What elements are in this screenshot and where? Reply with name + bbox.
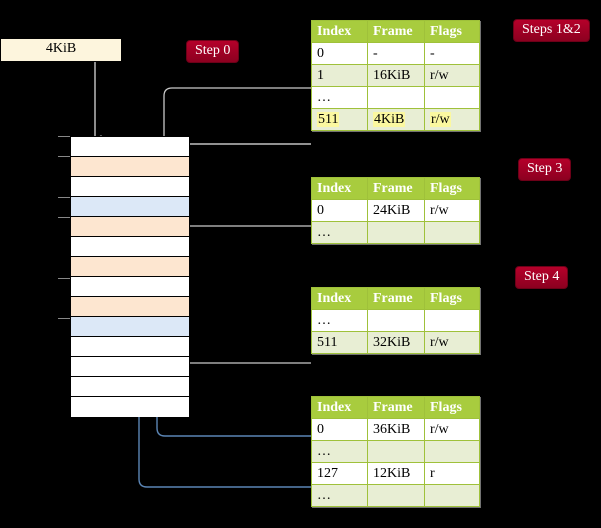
cell-flags	[424, 221, 480, 244]
memory-tick-2	[58, 197, 70, 198]
cell-index: …	[311, 309, 368, 332]
table-row: …	[311, 484, 480, 507]
physical-memory-column	[70, 136, 190, 417]
cell-frame: 4KiB	[367, 108, 425, 131]
column-header-flags: Flags	[424, 177, 480, 200]
memory-frame-row-8	[71, 297, 189, 317]
cell-flags	[424, 86, 480, 109]
highlighted-value: 511	[317, 111, 340, 127]
memory-tick-3	[58, 217, 70, 218]
column-header-index: Index	[311, 396, 368, 419]
cell-flags: r/w	[424, 108, 480, 131]
cell-frame	[367, 484, 425, 507]
table-row: 511 4KiB r/w	[311, 108, 480, 131]
cell-index: 0	[311, 418, 368, 441]
cell-flags	[424, 484, 480, 507]
table-row: …	[311, 86, 480, 109]
cell-frame	[367, 221, 425, 244]
cell-index: 511	[311, 108, 368, 131]
cell-frame: 36KiB	[367, 418, 425, 441]
table-row: …	[311, 221, 480, 244]
cell-flags	[424, 309, 480, 332]
memory-frame-row-6	[71, 257, 189, 277]
cell-index: …	[311, 221, 368, 244]
memory-tick-0	[58, 136, 70, 137]
memory-frame-row-4	[71, 217, 189, 237]
memory-frame-row-7	[71, 277, 189, 297]
column-header-flags: Flags	[424, 287, 480, 310]
memory-tick-4	[58, 278, 70, 279]
memory-frame-row-2	[71, 177, 189, 197]
badge-step-4: Step 4	[515, 266, 569, 289]
cell-flags	[424, 440, 480, 463]
memory-tick-1	[58, 156, 70, 157]
column-header-index: Index	[311, 287, 368, 310]
cell-index: …	[311, 440, 368, 463]
badge-step-0: Step 0	[186, 40, 240, 63]
column-header-flags: Flags	[424, 396, 480, 419]
wire-steps12-row511	[167, 140, 311, 153]
memory-frame-row-0	[71, 137, 189, 157]
memory-frame-row-11	[71, 357, 189, 377]
cell-flags: r/w	[424, 331, 480, 354]
cell-frame: 32KiB	[367, 331, 425, 354]
cell-index: 0	[311, 42, 368, 65]
wire-step4	[171, 312, 311, 364]
column-header-frame: Frame	[367, 177, 425, 200]
badge-step-3: Step 3	[518, 158, 572, 181]
column-header-frame: Frame	[367, 396, 425, 419]
wire-step3	[177, 225, 311, 260]
virtual-page-4kib-block: 4KiB	[0, 38, 122, 62]
column-header-frame: Frame	[367, 287, 425, 310]
cell-frame: 12KiB	[367, 462, 425, 485]
memory-frame-row-5	[71, 237, 189, 257]
badge-steps-1-2: Steps 1&2	[513, 19, 590, 42]
column-header-index: Index	[311, 177, 368, 200]
memory-frame-row-13	[71, 397, 189, 417]
memory-frame-row-12	[71, 377, 189, 397]
cell-flags: r/w	[424, 418, 480, 441]
cell-frame	[367, 440, 425, 463]
cell-flags: r/w	[424, 199, 480, 222]
column-header-flags: Flags	[424, 20, 480, 43]
cell-flags: r/w	[424, 64, 480, 87]
cell-flags: -	[424, 42, 480, 65]
memory-frame-row-3	[71, 197, 189, 217]
cell-index: 511	[311, 331, 368, 354]
table-row: …	[311, 309, 480, 332]
cell-frame: 24KiB	[367, 199, 425, 222]
memory-frame-row-1	[71, 157, 189, 177]
table-row: …	[311, 440, 480, 463]
cell-frame: -	[367, 42, 425, 65]
cell-index: …	[311, 484, 368, 507]
table-row: 0--	[311, 42, 480, 65]
cell-frame: 16KiB	[367, 64, 425, 87]
cell-index: 1	[311, 64, 368, 87]
highlighted-value: 4KiB	[373, 111, 406, 127]
cell-index: 0	[311, 199, 368, 222]
memory-frame-row-9	[71, 317, 189, 337]
mem-top-label: 4KiB	[45, 41, 77, 56]
cell-flags: r	[424, 462, 480, 485]
column-header-index: Index	[311, 20, 368, 43]
cell-index: 127	[311, 462, 368, 485]
memory-frame-row-10	[71, 337, 189, 357]
memory-tick-5	[58, 318, 70, 319]
cell-frame	[367, 309, 425, 332]
column-header-frame: Frame	[367, 20, 425, 43]
cell-index: …	[311, 86, 368, 109]
highlighted-value: r/w	[430, 111, 451, 127]
cell-frame	[367, 86, 425, 109]
